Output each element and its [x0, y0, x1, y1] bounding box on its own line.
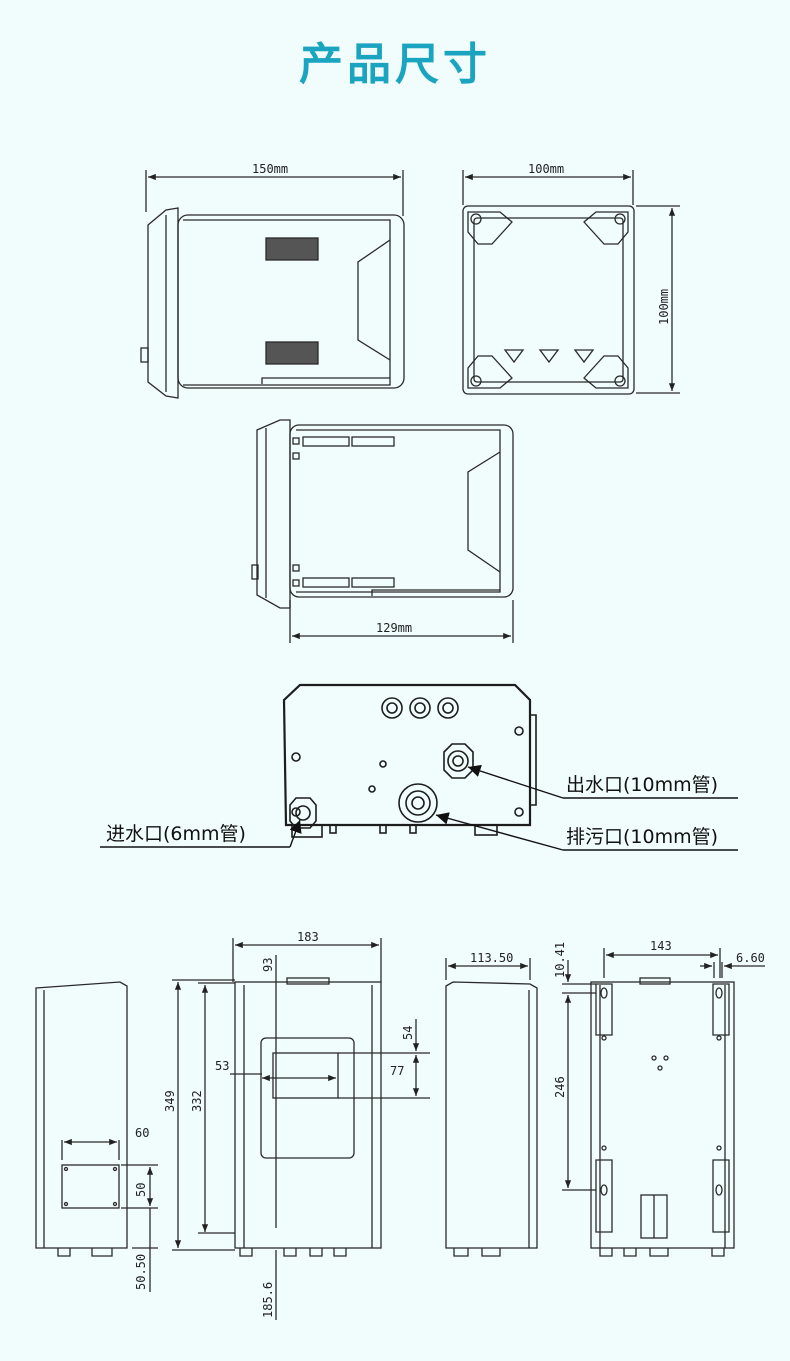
vent-slots — [265, 237, 319, 365]
ports-view — [282, 683, 537, 838]
dim-front-top-offset: 93 — [261, 958, 275, 972]
label-drain: 排污口(10mm管) — [566, 826, 718, 848]
cabinet-left-side — [35, 981, 158, 1292]
dim-display-top: 54 — [401, 1026, 415, 1040]
dim-back-width: 143 — [650, 939, 672, 953]
dim-display-left: 53 — [215, 1059, 229, 1073]
label-inlet: 进水口(6mm管) — [106, 823, 246, 845]
dim-front-width: 100mm — [528, 162, 564, 176]
dim-front-width-183: 183 — [297, 930, 319, 944]
dim-bottom-depth: 129mm — [376, 621, 412, 635]
cabinet-front — [172, 938, 430, 1320]
dim-front-height: 100mm — [657, 289, 671, 325]
dim-display-width: 77 — [390, 1064, 404, 1078]
dim-back-margin: 6.60 — [736, 951, 765, 965]
dim-side-panel-height: 50 — [134, 1183, 148, 1197]
dim-back-top: 10.41 — [553, 942, 567, 978]
cabinet-back — [562, 948, 765, 1257]
side-view-150 — [140, 170, 405, 399]
bottom-view-129 — [251, 419, 514, 643]
dim-front-height-body: 332 — [190, 1090, 204, 1112]
dim-side-depth: 113.50 — [470, 951, 513, 965]
dim-side-bottom: 50.50 — [134, 1254, 148, 1290]
dim-side-width: 150mm — [252, 162, 288, 176]
front-view-100 — [462, 170, 680, 395]
dim-bottom-offset: 185.6 — [261, 1282, 275, 1318]
dim-front-height-total: 349 — [163, 1090, 177, 1112]
label-outlet: 出水口(10mm管) — [566, 774, 718, 796]
dim-back-hole-spacing: 246 — [553, 1076, 567, 1098]
cabinet-right-side — [445, 958, 538, 1257]
vent-slots-bottom — [292, 436, 395, 588]
page-title: 产品尺寸 — [299, 39, 491, 90]
dim-side-panel-width: 60 — [135, 1126, 149, 1140]
port-callout-lines — [100, 764, 738, 851]
